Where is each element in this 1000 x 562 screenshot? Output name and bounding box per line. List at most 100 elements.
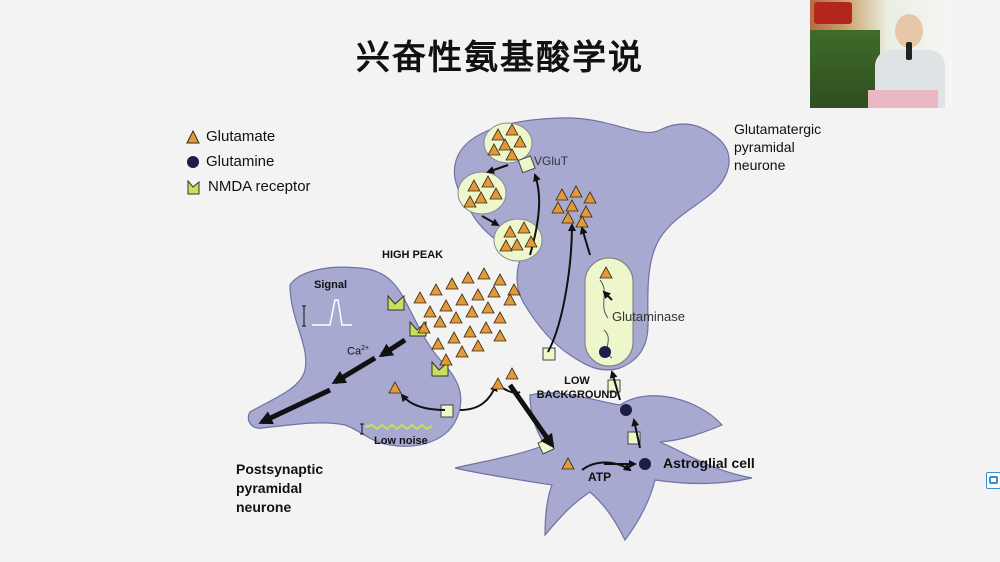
glutamate-triangle [431, 337, 445, 350]
label-glutaminase: Glutaminase [612, 309, 685, 324]
legend-label: NMDA receptor [208, 178, 311, 195]
glutamine-dots [599, 346, 651, 470]
glutamate-triangle [474, 191, 488, 204]
glutamate-triangle [471, 339, 485, 352]
label-astroglial-cell: Astroglial cell [663, 455, 755, 471]
glutamate-triangle [467, 179, 481, 192]
legend-item-glutamine: Glutamine [186, 149, 311, 174]
glutamate-triangle [575, 215, 589, 228]
glutamate-triangle [449, 311, 463, 324]
legend-item-nmda: NMDA receptor [186, 174, 311, 199]
low-noise-trace [360, 423, 433, 435]
glutamate-triangle [505, 367, 519, 380]
glutamate-triangle-icon [186, 129, 200, 143]
glutamate-triangle [599, 266, 613, 279]
glutamate-triangle [463, 325, 477, 338]
screen-share-icon[interactable] [986, 472, 1000, 489]
label-line: Postsynaptic [236, 461, 324, 477]
glutamate-triangle [447, 331, 461, 344]
label-line: LOW [564, 375, 590, 387]
nmda-receptor-icon [187, 179, 200, 194]
atp-arc [581, 461, 632, 472]
glutamate-triangle [491, 377, 505, 390]
lantern-decoration [814, 2, 852, 24]
glutamate-triangle [569, 185, 583, 198]
glutamate-triangle [489, 187, 503, 200]
glutamate-triangle [579, 205, 593, 218]
glutamate-triangle [471, 288, 485, 301]
flowers-decoration [868, 90, 938, 108]
glutamate-triangle [455, 345, 469, 358]
slide-title: 兴奋性氨基酸学说 [356, 38, 644, 78]
label-glutamatergic-neurone: Glutamatergic pyramidal neurone [734, 120, 821, 174]
legend-label: Glutamine [206, 153, 275, 170]
label-vglut: VGluT [534, 154, 569, 168]
glutamate-triangle [561, 457, 575, 470]
glutamate-triangle [491, 128, 505, 141]
glutamate-triangle [565, 199, 579, 212]
glutamate-triangle [505, 123, 519, 136]
legend-label: Glutamate [206, 128, 276, 145]
glutamate-triangle [388, 381, 402, 394]
glutamate-triangle [477, 267, 491, 280]
glutamate-triangle [493, 311, 507, 324]
webcam-feed [810, 0, 952, 108]
glutamate-triangle [561, 211, 575, 224]
glutamate-triangle [465, 305, 479, 318]
glutamate-triangle [439, 353, 453, 366]
glutamate-triangle [461, 271, 475, 284]
glutamate-triangle [463, 195, 477, 208]
glutamate-triangle [439, 299, 453, 312]
label-line: pyramidal [236, 480, 303, 496]
glutamate-triangle [507, 283, 521, 296]
ca-charge: 2+ [361, 345, 370, 352]
transporter [440, 404, 454, 418]
glutamate-triangle [481, 301, 495, 314]
glutamate-triangle [498, 138, 512, 151]
label-postsynaptic-neurone: Postsynaptic pyramidal neurone [236, 460, 323, 517]
glutamate-triangle [487, 143, 501, 156]
glutamate-triangle [499, 239, 513, 252]
glutamate-triangle [413, 291, 427, 304]
glutamate-triangle [505, 148, 519, 161]
label-line: pyramidal [734, 139, 795, 155]
glutamate-triangle [503, 293, 517, 306]
label-high-peak: HIGH PEAK [382, 249, 444, 261]
glutamate-triangle [455, 293, 469, 306]
label-low-noise: Low noise [374, 435, 428, 447]
glutamate-triangle [481, 175, 495, 188]
glutamate-triangle [551, 201, 565, 214]
label-ca: Ca2+ [347, 345, 369, 358]
label-line: neurone [236, 499, 292, 515]
glutamate-triangle [433, 315, 447, 328]
legend: Glutamate Glutamine NMDA receptor [186, 124, 311, 199]
label-line: neurone [734, 157, 786, 173]
glutamate-triangle [429, 283, 443, 296]
label-atp: ATP [588, 470, 612, 484]
glutamate-triangle [493, 329, 507, 342]
legend-item-glutamate: Glutamate [186, 124, 311, 149]
glutamate-triangle [423, 305, 437, 318]
glutamate-triangle [513, 135, 527, 148]
mitochondrion [584, 257, 634, 367]
glutamate-triangle [517, 221, 531, 234]
ca-influx-arrows [258, 337, 407, 425]
label-signal: Signal [314, 279, 348, 291]
glutamine-circle-icon [187, 155, 199, 168]
vglut-transporter [517, 155, 536, 174]
glutamate-triangle [487, 285, 501, 298]
label-line: BACKGROUND [536, 389, 618, 401]
glutamate-triangle [503, 225, 517, 238]
glutamate-triangle [417, 321, 431, 334]
glutamate-uptake-arrow [507, 383, 555, 449]
microphone-icon [906, 42, 912, 60]
signal-scale-bar [302, 305, 306, 327]
label-low-background: LOW BACKGROUND [522, 374, 632, 402]
glutamate-triangle [583, 191, 597, 204]
glutamate-triangle [479, 321, 493, 334]
glutamate-triangle [510, 238, 524, 251]
signal-trace [312, 299, 352, 326]
astroglial-cell [454, 392, 753, 542]
